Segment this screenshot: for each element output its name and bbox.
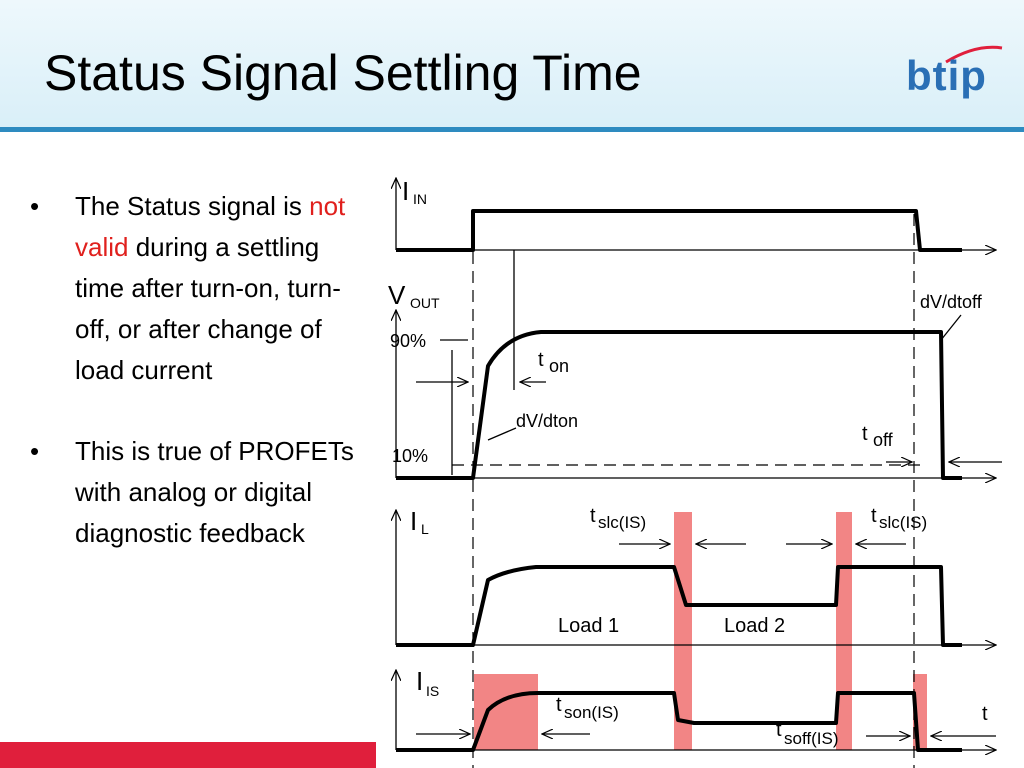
bullet-marker: • bbox=[30, 191, 40, 221]
slide-title: Status Signal Settling Time bbox=[44, 45, 642, 101]
label-dvdtoff: dV/dtoff bbox=[920, 292, 983, 312]
label-ton-sub: on bbox=[549, 356, 569, 376]
label-iis-sub: IS bbox=[426, 683, 439, 699]
bullet-text-start: The Status signal is bbox=[75, 191, 310, 221]
label-tslc-2: t bbox=[871, 505, 877, 527]
iin-waveform bbox=[396, 209, 962, 252]
label-vout: V bbox=[388, 280, 406, 310]
waveforms bbox=[396, 209, 962, 752]
logo-text: btip bbox=[906, 52, 987, 99]
label-ton: t bbox=[538, 349, 544, 371]
label-time-axis: t bbox=[982, 703, 988, 725]
header-divider bbox=[0, 127, 1024, 132]
iis-waveform bbox=[396, 691, 962, 752]
highlight-slc-2 bbox=[836, 512, 852, 750]
il-waveform bbox=[396, 565, 962, 647]
highlight-slc-1 bbox=[674, 512, 692, 750]
bullet-text: This is true of PROFETs with analog or d… bbox=[75, 436, 354, 548]
label-iis: I bbox=[416, 666, 423, 696]
label-iin: I bbox=[402, 176, 409, 206]
bullet-list: • The Status signal is not valid during … bbox=[30, 186, 360, 554]
label-tson-sub: son(IS) bbox=[564, 703, 619, 722]
label-tslc-1: t bbox=[590, 505, 596, 527]
label-il-sub: L bbox=[421, 521, 429, 537]
label-tsoff-sub: soff(IS) bbox=[784, 729, 838, 748]
label-iin-sub: IN bbox=[413, 191, 427, 207]
label-tslc-1-sub: slc(IS) bbox=[598, 513, 646, 532]
timing-diagram: I IN V OUT dV/dtoff 90% t on dV/dton t o… bbox=[388, 176, 1002, 768]
label-toff: t bbox=[862, 423, 868, 445]
bullet-item: • This is true of PROFETs with analog or… bbox=[30, 431, 360, 554]
label-vout-sub: OUT bbox=[410, 295, 440, 311]
btip-logo: btip bbox=[906, 38, 1006, 108]
settling-highlights bbox=[474, 512, 927, 750]
axes bbox=[396, 178, 996, 750]
label-tslc-2-sub: slc(IS) bbox=[879, 513, 927, 532]
label-toff-sub: off bbox=[873, 430, 894, 450]
guide-lines bbox=[452, 214, 921, 768]
label-load-1: Load 1 bbox=[558, 615, 619, 637]
footer-accent-bar bbox=[0, 742, 376, 768]
diagram-labels: I IN V OUT dV/dtoff 90% t on dV/dton t o… bbox=[388, 176, 988, 748]
label-load-2: Load 2 bbox=[724, 615, 785, 637]
label-tsoff: t bbox=[776, 719, 782, 741]
bullet-item: • The Status signal is not valid during … bbox=[30, 186, 360, 391]
bullet-highlight: not valid bbox=[75, 191, 346, 262]
slide-header bbox=[0, 0, 1024, 128]
vout-waveform bbox=[396, 330, 962, 480]
label-tson: t bbox=[556, 694, 562, 716]
highlight-son bbox=[474, 674, 538, 750]
label-10pct: 10% bbox=[392, 446, 428, 466]
label-dvdton: dV/dton bbox=[516, 411, 578, 431]
label-90pct: 90% bbox=[390, 331, 426, 351]
annotations bbox=[416, 250, 1002, 736]
bullet-marker: • bbox=[30, 436, 40, 466]
bullet-text-end: during a settling time after turn-on, tu… bbox=[75, 232, 341, 385]
label-il: I bbox=[410, 506, 417, 536]
